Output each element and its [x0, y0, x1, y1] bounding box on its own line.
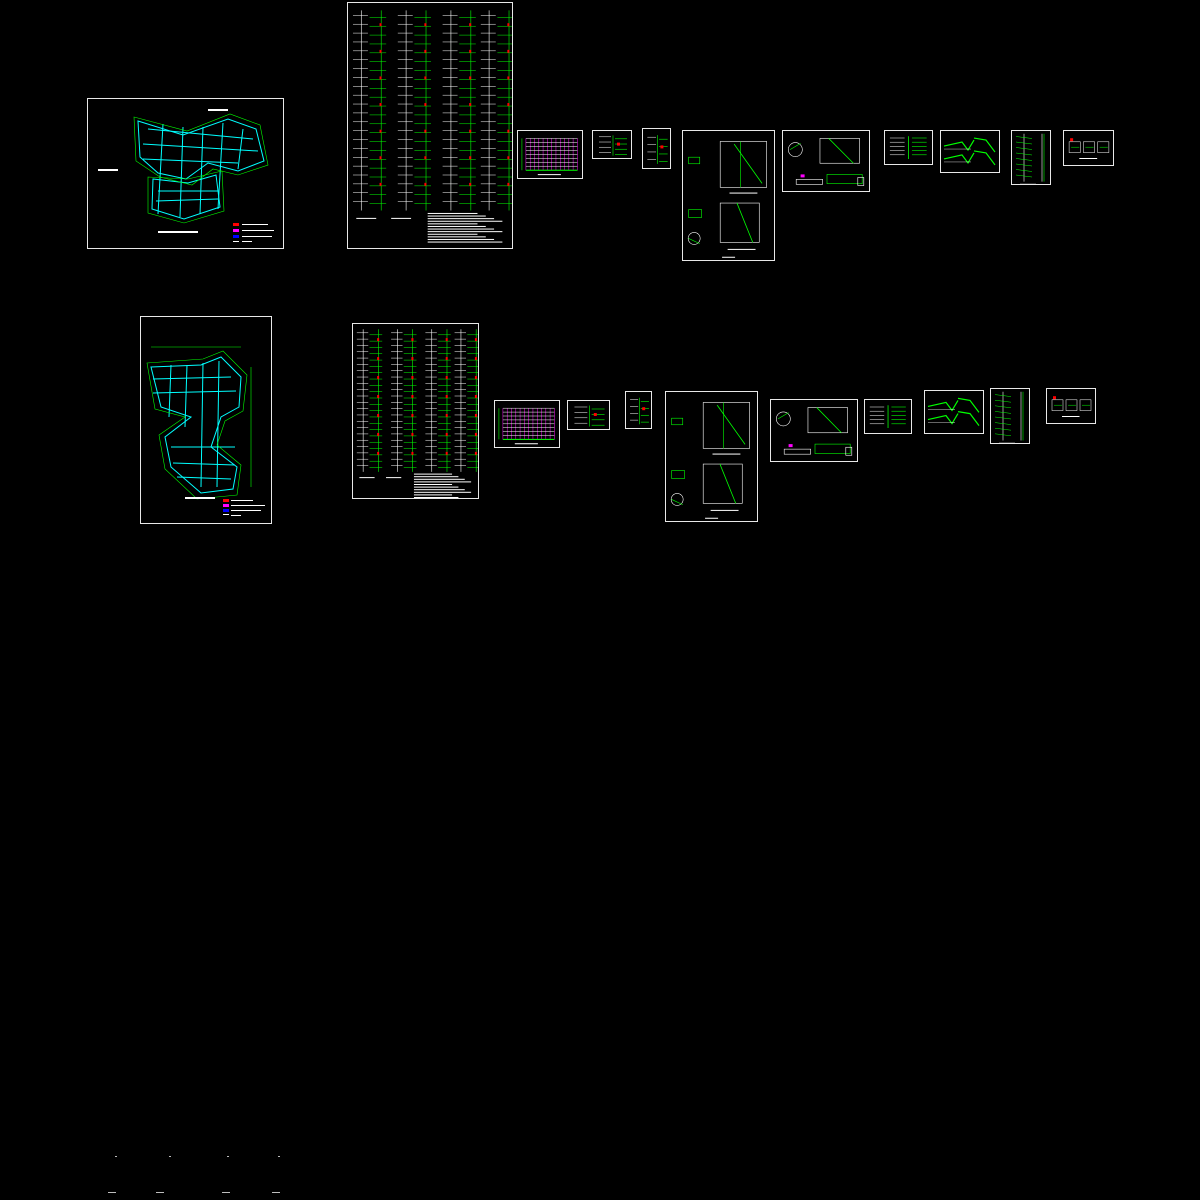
stair-detail-sheet-b2[interactable] [924, 390, 984, 434]
stair-detail-sheet-a2[interactable] [940, 130, 1000, 173]
floor-plan-drawing-b [146, 346, 265, 516]
wall-detail-drawing-a [1015, 133, 1045, 184]
grid-detail-sheet-b[interactable] [494, 400, 560, 448]
stair-detail-drawing-a1 [889, 136, 927, 159]
floor-plan-sheet-b[interactable] [140, 316, 272, 524]
beam-detail-drawing-a [788, 138, 865, 186]
small-detail-drawing-a2 [647, 135, 668, 164]
small-detail-drawing-b1 [574, 405, 605, 427]
small-detail-drawing-b2 [630, 397, 649, 425]
small-detail-drawing-a1 [599, 135, 627, 156]
stair-detail-sheet-b1[interactable] [864, 399, 912, 434]
beam-detail-sheet-a[interactable] [782, 130, 870, 192]
small-detail-sheet-a1[interactable] [592, 130, 632, 159]
beam-detail-sheet-b[interactable] [770, 399, 858, 462]
ucs-origin-marks [100, 1150, 300, 1200]
column-schedule-drawing-a [352, 10, 512, 243]
wall-detail-drawing-b [994, 391, 1024, 443]
wall-detail-sheet-b[interactable] [990, 388, 1030, 444]
section-details-drawing-a [687, 141, 768, 258]
small-detail-sheet-b2[interactable] [625, 391, 652, 429]
wall-detail-sheet-a[interactable] [1011, 130, 1051, 185]
floor-plan-drawing-a [98, 109, 274, 242]
grid-detail-drawing-b [498, 407, 555, 445]
table-detail-drawing-b [1051, 396, 1092, 417]
section-details-sheet-b[interactable] [665, 391, 758, 522]
stair-detail-drawing-a2 [943, 137, 996, 166]
column-schedule-drawing-b [356, 329, 478, 498]
small-detail-sheet-b1[interactable] [567, 400, 610, 430]
table-detail-sheet-b[interactable] [1046, 388, 1096, 424]
column-schedule-sheet-a[interactable] [347, 2, 513, 249]
stair-detail-sheet-a1[interactable] [884, 130, 933, 165]
grid-detail-drawing-a [521, 138, 578, 176]
table-detail-drawing-a [1068, 138, 1110, 159]
section-details-sheet-a[interactable] [682, 130, 775, 261]
stair-detail-drawing-b1 [869, 405, 906, 428]
table-detail-sheet-a[interactable] [1063, 130, 1114, 166]
floor-plan-sheet-a[interactable] [87, 98, 284, 249]
column-schedule-sheet-b[interactable] [352, 323, 479, 499]
small-detail-sheet-a2[interactable] [642, 128, 671, 169]
stair-detail-drawing-b2 [927, 397, 980, 426]
section-details-drawing-b [670, 402, 751, 519]
grid-detail-sheet-a[interactable] [517, 130, 583, 179]
beam-detail-drawing-b [776, 407, 853, 456]
